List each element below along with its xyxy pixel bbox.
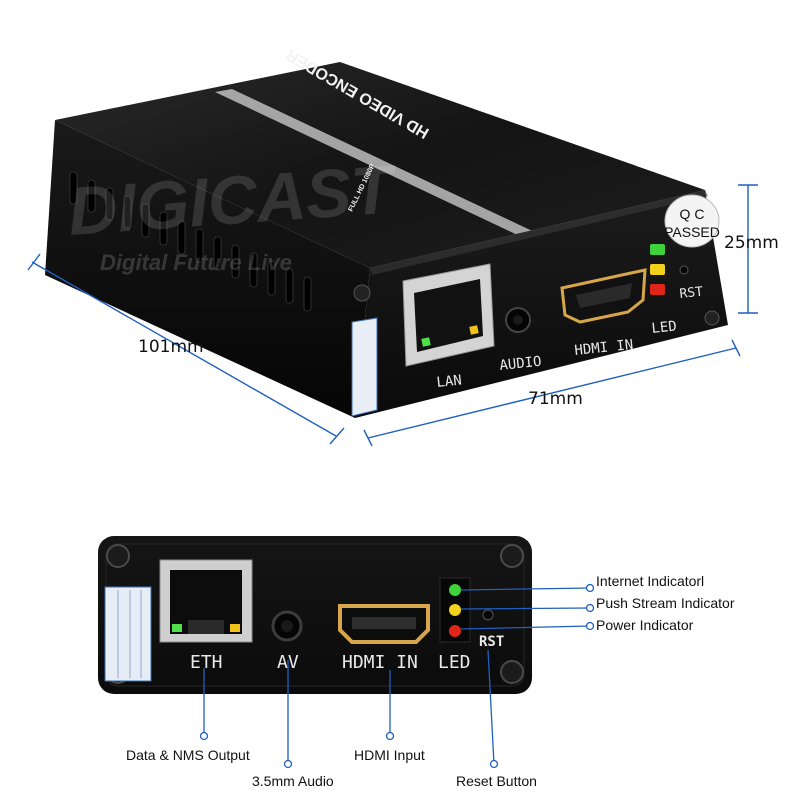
callout-lines	[199, 583, 595, 769]
eth-port	[159, 559, 253, 643]
label-led: LED	[651, 318, 678, 337]
audio-jack	[505, 307, 531, 333]
callout-power-indicator: Power Indicator	[596, 617, 694, 633]
spec-sticker	[351, 317, 378, 417]
callout-push-stream-indicator: Push Stream Indicator	[596, 595, 735, 611]
hdmi-port	[338, 604, 430, 644]
label-lan: LAN	[436, 372, 463, 391]
label-eth: ETH	[190, 652, 223, 673]
label-hdmi-in: HDMI IN	[342, 652, 418, 673]
screw	[500, 544, 524, 568]
reset-hole	[679, 265, 689, 275]
encoder-front-panel: ETH AV HDMI IN LED RST	[98, 536, 532, 694]
encoder-front-face	[355, 190, 728, 418]
led-indicators	[650, 244, 665, 295]
vent-slots	[69, 171, 312, 312]
dim-length: 101mm	[138, 337, 204, 357]
led-push-stream	[449, 604, 461, 616]
callout-reset-button: Reset Button	[456, 773, 537, 789]
lid-stripe	[215, 89, 545, 240]
label-rst: RST	[679, 285, 704, 302]
callout-hdmi-input: HDMI Input	[354, 747, 425, 763]
hdmi-port	[560, 268, 647, 324]
screw	[106, 544, 130, 568]
callout-internet-indicator: Internet Indicatorl	[596, 573, 704, 589]
led-power	[449, 625, 461, 637]
label-hdmi-in: HDMI IN	[574, 337, 634, 359]
dimension-lines	[27, 184, 758, 447]
screw	[500, 660, 524, 684]
brand-tagline: Digital Future Live	[100, 250, 292, 275]
label-rst: RST	[479, 634, 504, 650]
dim-width: 71mm	[528, 389, 583, 409]
lan-port	[402, 263, 495, 367]
led-internet	[449, 584, 461, 596]
reset-hole	[482, 609, 494, 621]
qc-line1: Q C	[680, 206, 705, 222]
qc-sticker: Q C PASSED	[664, 194, 720, 248]
screw	[353, 284, 371, 302]
dim-height: 25mm	[724, 233, 779, 253]
spec-sticker	[104, 586, 152, 682]
label-led: LED	[438, 652, 471, 673]
qc-line2: PASSED	[664, 224, 720, 240]
encoder-left-side	[45, 120, 370, 418]
av-jack	[271, 610, 303, 642]
screw	[704, 310, 720, 326]
encoder-top-view: Q C PASSED HD VIDEO ENCODER FULL HD 1080…	[45, 45, 728, 418]
label-audio: AUDIO	[499, 354, 543, 374]
callout-audio: 3.5mm Audio	[252, 773, 334, 789]
callout-data-nms-output: Data & NMS Output	[126, 747, 250, 763]
